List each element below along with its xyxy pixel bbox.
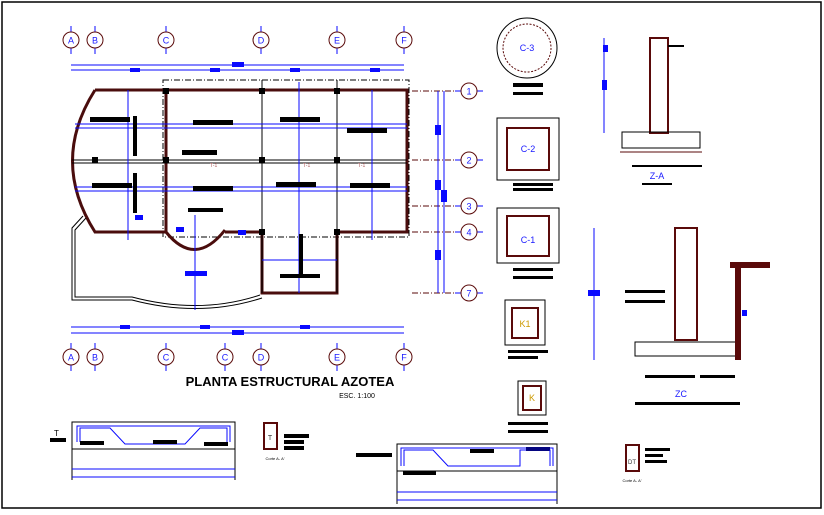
grid-axis-label: B [92, 353, 98, 363]
column-details: C-3 C-2 C-1 K1 K [496, 17, 560, 433]
grid-axis-label: 3 [466, 202, 471, 212]
cut-label: Corte A- A' [623, 478, 642, 483]
grid-axis-bubble: C [157, 26, 175, 54]
footing-label: Z-A [650, 171, 665, 181]
grid-axis-bubble: F [395, 26, 413, 54]
floor-plan: T-1 T-1 T-1 [71, 79, 410, 310]
grid-axis-bubble: 1 [455, 82, 483, 100]
grid-axis-label: F [401, 36, 407, 46]
section-label: T [268, 435, 273, 442]
grid-axis-bubble: 2 [455, 151, 483, 169]
section-label: DT [628, 460, 636, 466]
grid-axis-label: 7 [466, 289, 471, 299]
grid-axis-bubble: E [328, 26, 346, 54]
grid-axis-label: 2 [466, 156, 471, 166]
beam-t-label: T [54, 429, 59, 438]
column-label: K1 [519, 319, 530, 329]
grid-axes: A B C D E F A B C C D E F 1 2 3 4 7 [62, 26, 483, 371]
grid-axis-label: C [163, 353, 170, 363]
cut-label: Corte A- A' [266, 456, 285, 461]
column-label: K [529, 393, 535, 403]
grid-axis-label: D [258, 36, 265, 46]
dimension-lines [71, 62, 447, 335]
footing-label: ZC [675, 389, 687, 399]
beam-details: T T Corte A- A' DT Corte A- A' [50, 421, 670, 504]
footing-details: Z-A ZC [588, 37, 770, 405]
grid-axis-label: C [163, 36, 170, 46]
grid-axis-bubble: C [216, 343, 234, 371]
grid-axis-bubble: C [157, 343, 175, 371]
grid-axis-label: A [68, 36, 74, 46]
grid-axis-bubble: F [395, 343, 413, 371]
grid-axis-label: C [222, 353, 229, 363]
grid-axis-label: E [334, 36, 340, 46]
scale-label: ESC. 1:100 [339, 393, 375, 400]
page-title: PLANTA ESTRUCTURAL AZOTEA [186, 374, 395, 389]
grid-axis-bubble: B [86, 343, 104, 371]
column-label: C-1 [521, 235, 536, 245]
beam-label: T-1 [358, 163, 365, 169]
column-label: C-2 [521, 144, 536, 154]
grid-axis-label: B [92, 36, 98, 46]
grid-axis-label: 1 [466, 87, 471, 97]
grid-axis-bubble: D [252, 26, 270, 54]
grid-axis-bubble: 3 [455, 197, 483, 215]
grid-axis-label: F [401, 353, 407, 363]
grid-axis-bubble: D [252, 343, 270, 371]
grid-axis-bubble: A [62, 343, 80, 371]
grid-axis-bubble: 4 [455, 223, 483, 241]
grid-axis-bubble: E [328, 343, 346, 371]
column-label: C-3 [520, 43, 535, 53]
grid-axis-bubble: A [62, 26, 80, 54]
grid-axis-bubble: 7 [455, 284, 483, 302]
grid-axis-label: E [334, 353, 340, 363]
grid-axis-label: 4 [466, 228, 471, 238]
grid-axis-label: A [68, 353, 74, 363]
grid-axis-label: D [258, 353, 265, 363]
grid-axis-bubble: B [86, 26, 104, 54]
beam-label: T-1 [210, 163, 217, 169]
beam-label: T-1 [303, 163, 310, 169]
